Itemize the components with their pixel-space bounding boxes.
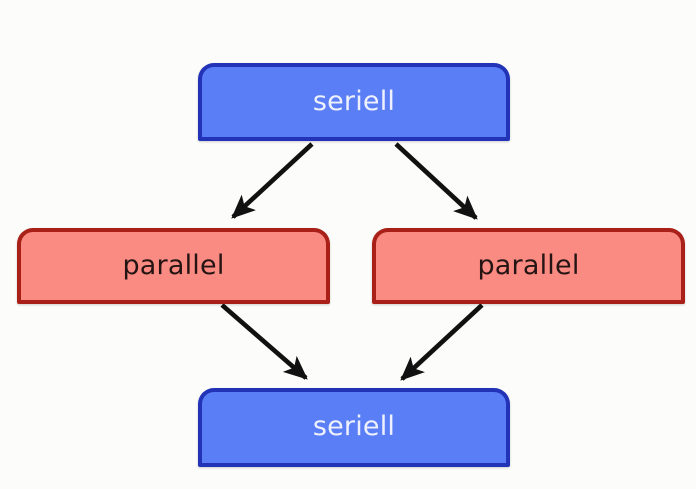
edge-top-to-right: [394, 142, 478, 220]
node-left-parallel[interactable]: parallel: [17, 228, 330, 304]
edge-left-to-bottom: [220, 303, 308, 380]
edge-left-to-bottom-line: [220, 303, 308, 380]
node-right-parallel-label: parallel: [477, 249, 580, 281]
edge-top-to-right-line: [394, 142, 478, 220]
edge-right-to-bottom-line: [400, 303, 484, 381]
node-top-seriell-label: seriell: [312, 85, 396, 117]
node-bottom-seriell[interactable]: seriell: [198, 388, 510, 467]
node-top-seriell[interactable]: seriell: [198, 63, 510, 141]
edge-right-to-bottom: [400, 303, 484, 381]
edge-top-to-left-line: [231, 142, 314, 219]
edge-top-to-left: [231, 142, 314, 219]
node-right-parallel[interactable]: parallel: [372, 228, 685, 304]
node-bottom-seriell-label: seriell: [312, 411, 396, 442]
node-left-parallel-label: parallel: [122, 249, 225, 281]
